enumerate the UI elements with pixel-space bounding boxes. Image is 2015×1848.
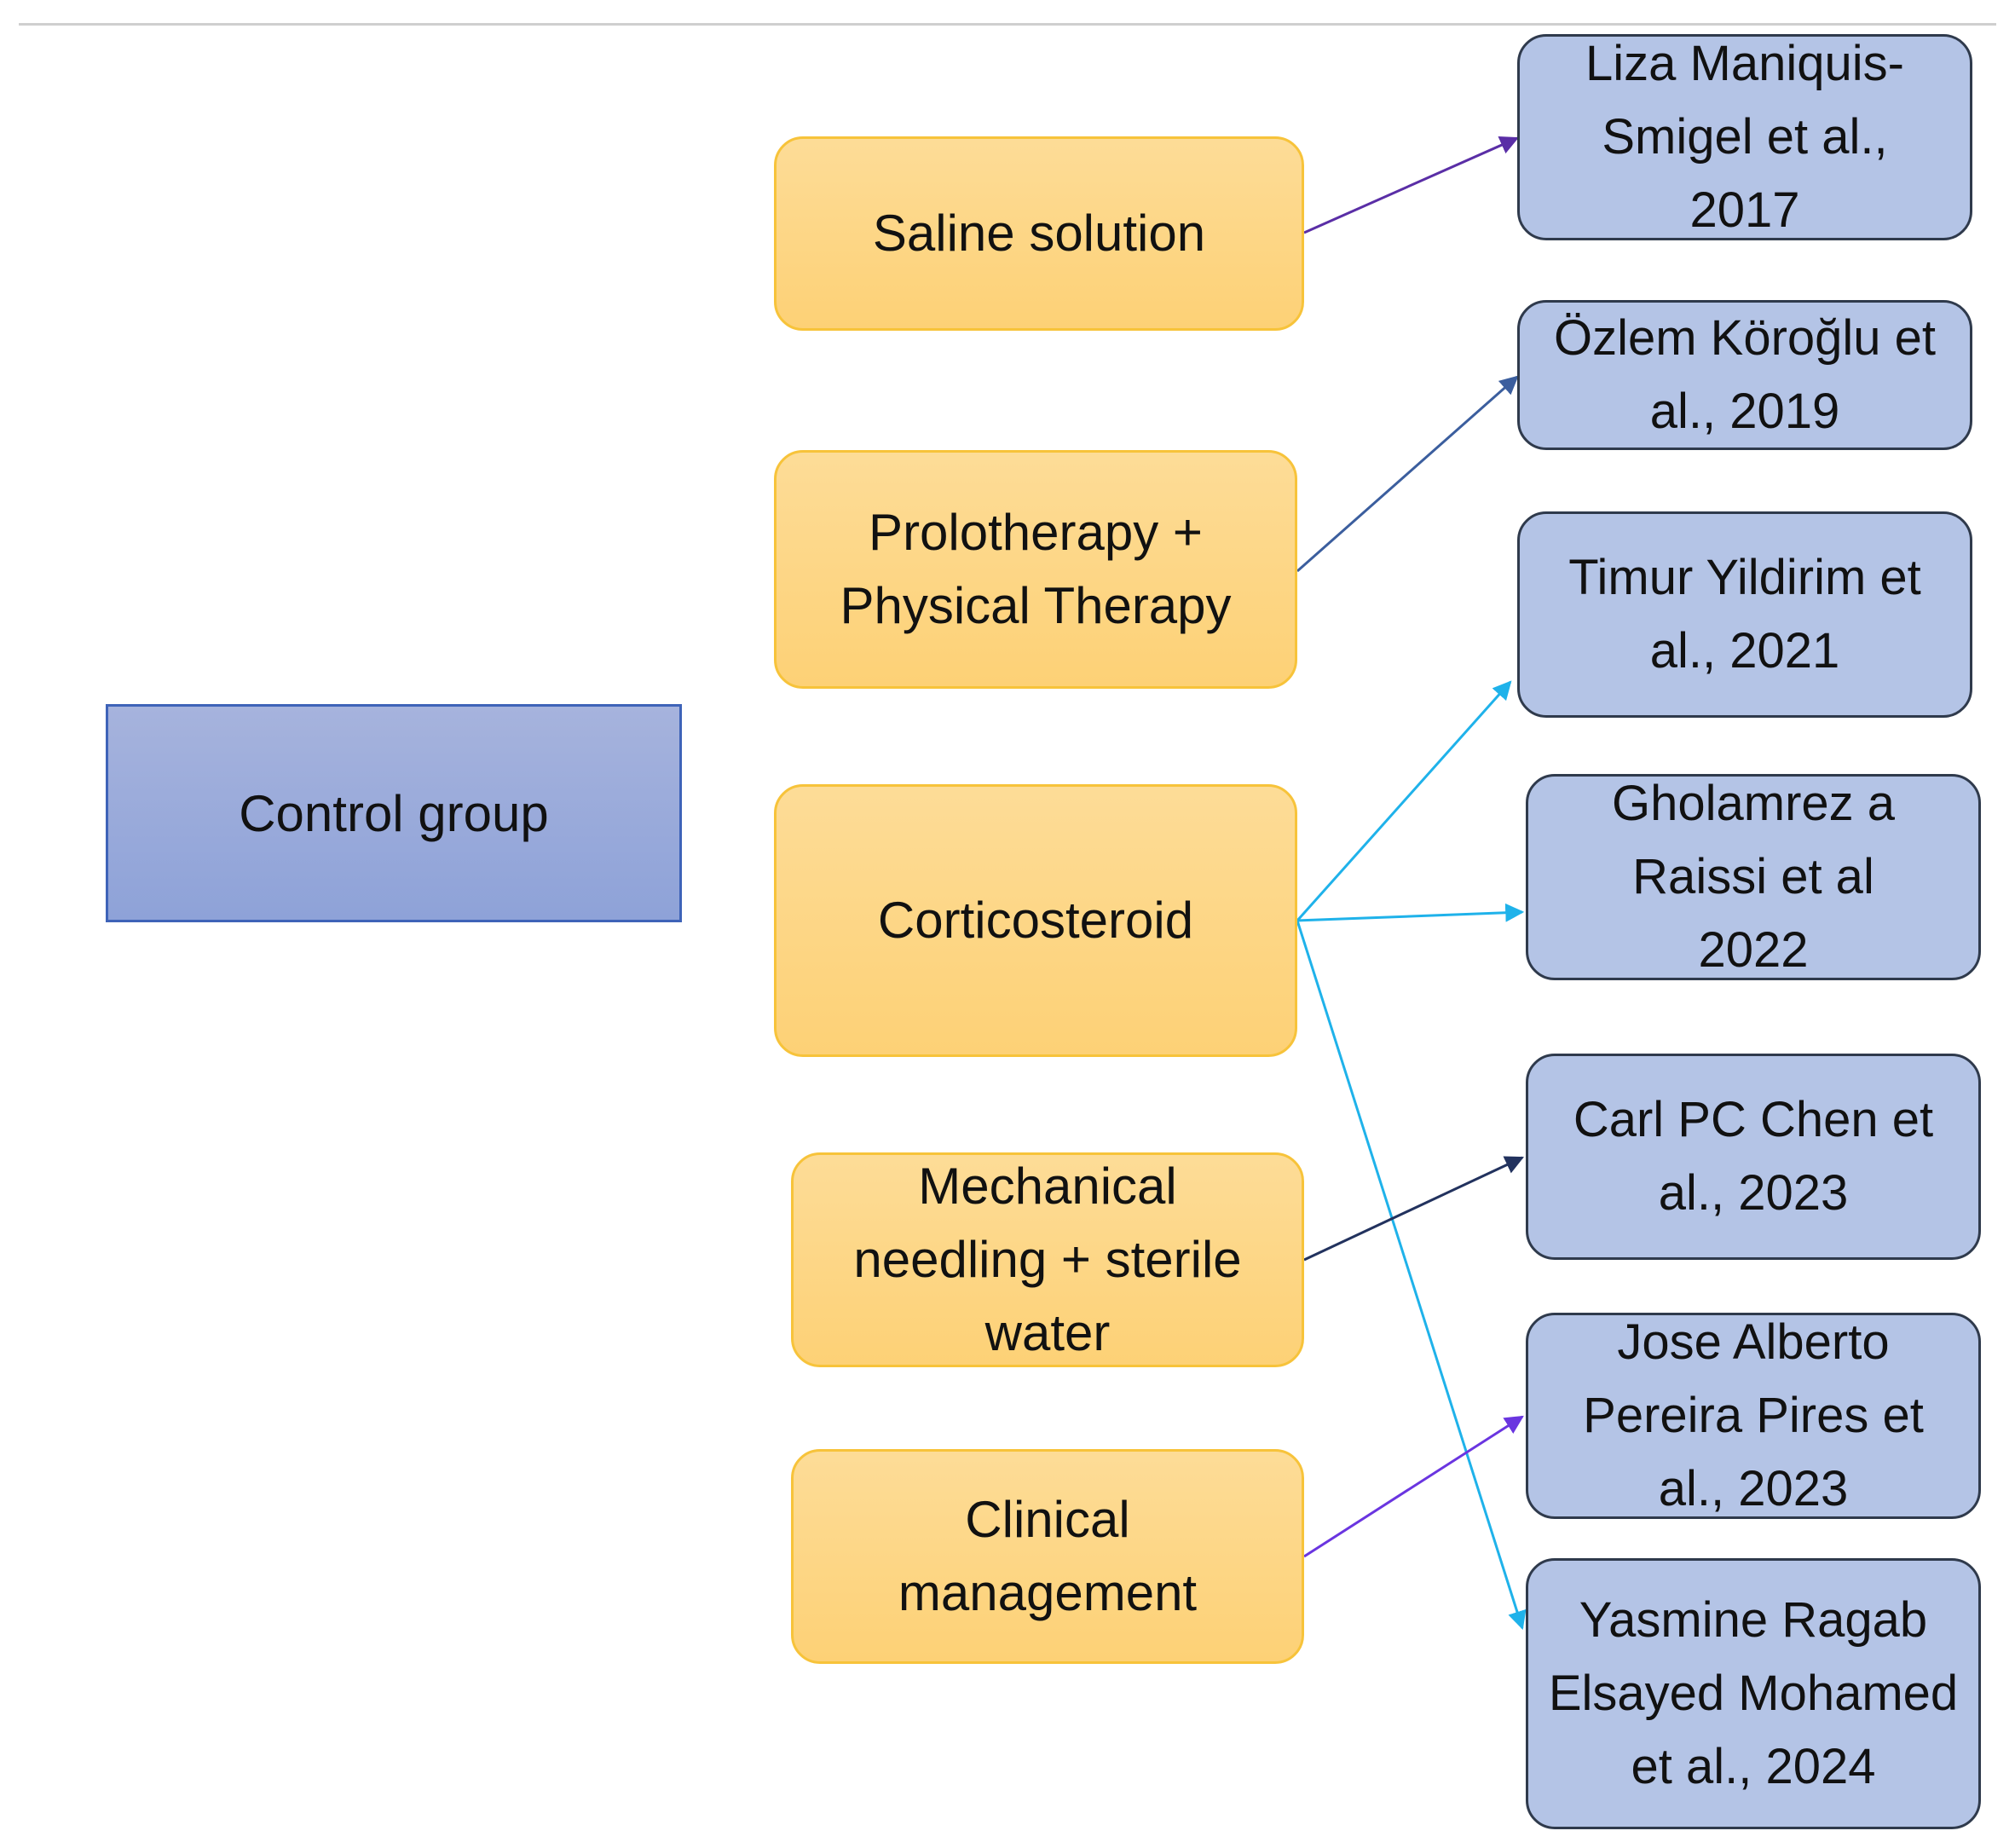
study-node-koroglu: Özlem Köroğlu et al., 2019 (1517, 300, 1972, 450)
control-group-label: Control group (239, 784, 549, 842)
treatment-label: Prolotherapy + Physical Therapy (840, 504, 1232, 634)
study-node-yildirim: Timur Yildirim et al., 2021 (1517, 511, 1972, 718)
treatment-label: Corticosteroid (877, 892, 1194, 949)
treatment-label: Mechanical needling + sterile water (853, 1158, 1242, 1361)
study-label: Liza Maniquis-Smigel et al., 2017 (1585, 36, 1904, 238)
treatment-label: Saline solution (872, 205, 1206, 262)
study-label: Carl PC Chen et al., 2023 (1573, 1092, 1934, 1221)
connector-arrow (1296, 903, 1525, 922)
treatment-node-corticosteroid: Corticosteroid (774, 784, 1297, 1057)
connector-arrow (1303, 1156, 1524, 1262)
treatment-node-clinical-management: Clinical management (791, 1449, 1304, 1664)
connector-arrow (1296, 920, 1527, 1631)
study-node-raissi: Gholamrez a Raissi et al 2022 (1526, 774, 1981, 980)
study-node-elsayed-mohamed: Yasmine Ragab Elsayed Mohamed et al., 20… (1526, 1558, 1981, 1829)
study-label: Timur Yildirim et al., 2021 (1568, 550, 1921, 679)
treatment-node-mechanical-needling: Mechanical needling + sterile water (791, 1152, 1304, 1367)
treatment-node-prolotherapy: Prolotherapy + Physical Therapy (774, 450, 1297, 689)
top-divider (19, 23, 1996, 26)
connector-arrow (1296, 375, 1519, 573)
connector-arrow (1303, 136, 1520, 234)
connector-arrow (1303, 1415, 1524, 1558)
study-label: Özlem Köroğlu et al., 2019 (1553, 310, 1937, 439)
control-group-node: Control group (106, 704, 682, 922)
study-node-pereira-pires: Jose Alberto Pereira Pires et al., 2023 (1526, 1313, 1981, 1519)
treatment-node-saline: Saline solution (774, 136, 1304, 331)
study-node-chen: Carl PC Chen et al., 2023 (1526, 1054, 1981, 1260)
treatment-label: Clinical management (898, 1491, 1198, 1621)
connector-arrow (1296, 680, 1512, 921)
study-node-maniquis-smigel: Liza Maniquis-Smigel et al., 2017 (1517, 34, 1972, 240)
study-label: Gholamrez a Raissi et al 2022 (1611, 776, 1896, 978)
study-label: Jose Alberto Pereira Pires et al., 2023 (1583, 1314, 1924, 1516)
study-label: Yasmine Ragab Elsayed Mohamed et al., 20… (1548, 1592, 1959, 1794)
